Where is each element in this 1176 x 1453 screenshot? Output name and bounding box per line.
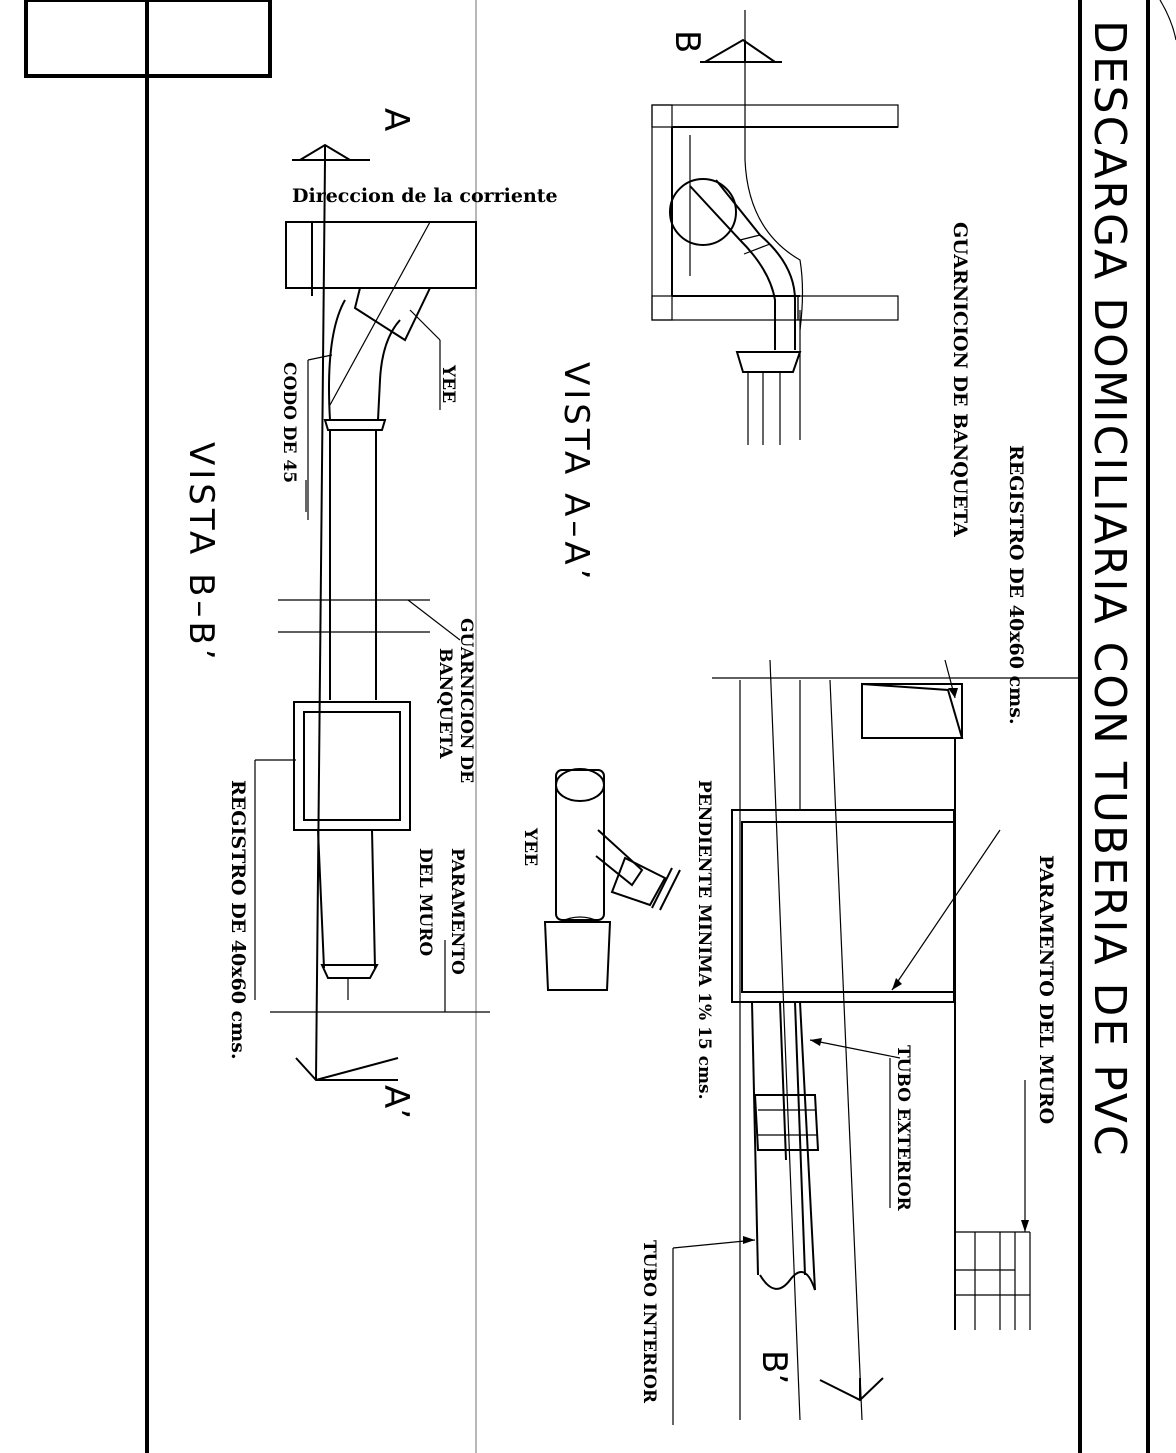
label-pendiente: PENDIENTE MINIMA 1% 15 cms. xyxy=(694,780,714,1100)
label-codo: CODO DE 45 xyxy=(279,362,299,483)
section-mark-b-bottom: B’ xyxy=(754,1350,794,1384)
drawing-title: DESCARGA DOMICILIARIA CON TUBERIA DE PVC xyxy=(1084,20,1135,1158)
label-registro-upper: REGISTRO DE 40x60 cms. xyxy=(1005,445,1027,725)
view-title-bb: VISTA B–B’ xyxy=(181,442,221,664)
view-title-aa: VISTA A–A’ xyxy=(556,362,596,583)
label-tubo-exterior: TUBO EXTERIOR xyxy=(893,1045,913,1212)
label-paramento-lower-2: DEL MURO xyxy=(415,848,435,956)
section-mark-a-top: A xyxy=(376,108,416,131)
label-guarnicion-lower-2: BANQUETA xyxy=(435,648,455,759)
section-mark-a-bottom: A’ xyxy=(376,1085,416,1119)
label-yee-fitting: YEE xyxy=(520,827,540,866)
plan-view-lower xyxy=(254,143,490,1082)
label-paramento-lower-1: PARAMENTO xyxy=(447,848,467,975)
label-registro-lower: REGISTRO DE 40x60 cms. xyxy=(227,780,249,1060)
label-yee-lower: YEE xyxy=(438,364,458,403)
label-guarnicion-upper: GUARNICION DE BANQUETA xyxy=(949,222,971,537)
section-mark-b-top: B xyxy=(667,30,707,53)
yee-fitting xyxy=(543,768,681,991)
drawing-frame xyxy=(24,0,1176,1453)
drawing-title-group: DESCARGA DOMICILIARIA CON TUBERIA DE PVC xyxy=(1084,20,1135,1158)
section-view xyxy=(672,659,1080,1425)
label-tubo-interior: TUBO INTERIOR xyxy=(639,1240,659,1404)
plan-view xyxy=(651,10,899,445)
label-paramento-upper: PARAMENTO DEL MURO xyxy=(1035,855,1057,1124)
label-direccion: Direccion de la corriente xyxy=(292,185,558,207)
label-guarnicion-lower-1: GUARNICION DE xyxy=(456,618,476,783)
